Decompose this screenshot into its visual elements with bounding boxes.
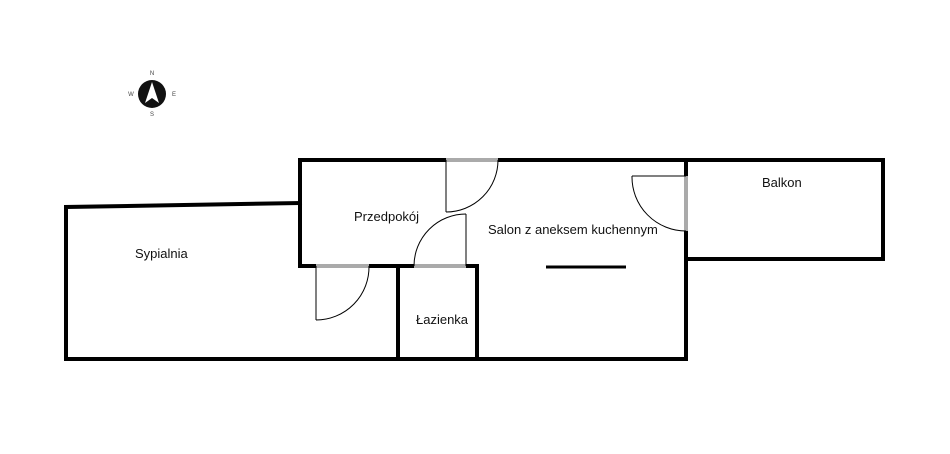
compass-west-label: W xyxy=(128,92,134,98)
wall-balkon xyxy=(684,158,885,261)
door-swing-sypialnia xyxy=(315,265,370,321)
door-swings xyxy=(315,159,687,321)
room-label-salon: Salon z aneksem kuchennym xyxy=(488,222,658,237)
door-swing-balkon xyxy=(631,175,687,232)
compass-south-label: S xyxy=(150,112,154,118)
room-label-przedpokoj: Przedpokój xyxy=(354,209,419,224)
wall-salon xyxy=(396,229,688,361)
openings xyxy=(316,158,688,268)
compass-north-label: N xyxy=(150,71,154,77)
room-label-lazienka: Łazienka xyxy=(416,312,469,327)
wall-sypialnia xyxy=(64,200,400,361)
wall-przedpokoj xyxy=(298,158,688,268)
walls xyxy=(64,158,885,361)
room-label-balkon: Balkon xyxy=(762,175,802,190)
compass-east-label: E xyxy=(172,92,176,98)
compass: N S E W xyxy=(128,71,176,118)
room-label-sypialnia: Sypialnia xyxy=(135,246,189,261)
door-swing-lazienka xyxy=(413,213,467,267)
door-swing-entrance xyxy=(445,159,499,213)
north-arrow-icon xyxy=(145,82,159,103)
